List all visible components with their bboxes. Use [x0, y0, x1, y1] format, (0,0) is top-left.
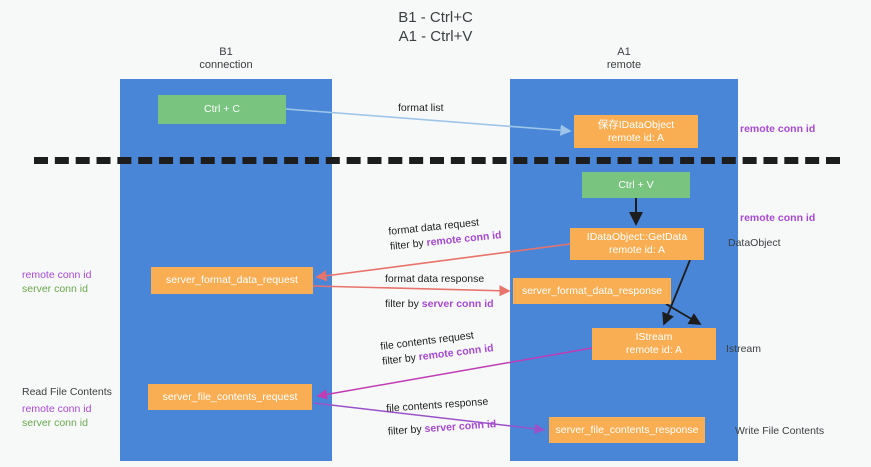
node-server-format-data-request[interactable]: server_format_data_request: [151, 267, 313, 294]
filter-key: server conn id: [424, 418, 497, 436]
edge-label-format-data-response: format data response filter by server co…: [385, 272, 494, 312]
edge-label-format-data-response-line2: filter by server conn id: [385, 297, 494, 312]
annotation-remote-conn-id-top: remote conn id: [740, 123, 816, 135]
filter-key: server conn id: [421, 298, 494, 310]
annotation-write-file-contents: Write File Contents: [735, 425, 825, 437]
phase-divider: [34, 157, 840, 164]
node-server-file-contents-request-label: server_file_contents_request: [162, 390, 298, 403]
node-server-file-contents-request[interactable]: server_file_contents_request: [148, 384, 312, 410]
filter-prefix: filter by: [387, 423, 425, 438]
annotation-remote-conn-id-mid: remote conn id: [740, 212, 816, 224]
edge-label-file-contents-response-line1: file contents response: [385, 395, 489, 415]
node-getdata-line1: IDataObject::GetData: [586, 231, 688, 243]
node-istream-line2: remote id: A: [625, 344, 683, 356]
lane-header-b1-name: B1: [219, 46, 233, 58]
edge-label-file-contents-request: file contents request filter by remote c…: [380, 326, 495, 369]
annotation-left-remote-conn-id-2: remote conn id: [22, 403, 92, 415]
node-save-idataobject[interactable]: 保存IDataObject remote id: A: [574, 115, 698, 148]
node-idataobject-getdata[interactable]: IDataObject::GetData remote id: A: [570, 228, 704, 260]
edge-label-file-contents-response: file contents response filter by server …: [386, 394, 497, 439]
node-ctrl-v-label: Ctrl + V: [618, 178, 654, 191]
annotation-left-conn-ids-top: remote conn id server conn id: [22, 268, 91, 296]
node-save-idataobject-line1: 保存IDataObject: [597, 118, 675, 131]
lane-header-b1-subtitle: connection: [199, 59, 253, 71]
node-save-idataobject-line2: remote id: A: [607, 131, 665, 144]
edge-label-format-list: format list: [398, 101, 444, 116]
title-line-1: B1 - Ctrl+C: [398, 9, 473, 26]
node-istream[interactable]: IStream remote id: A: [592, 328, 716, 360]
node-server-file-contents-response-label: server_file_contents_response: [555, 423, 699, 436]
lane-header-a1-name: A1: [617, 46, 631, 58]
node-istream-line1: IStream: [635, 331, 673, 343]
annotation-dataobject: DataObject: [728, 237, 781, 249]
node-ctrl-v[interactable]: Ctrl + V: [582, 172, 690, 198]
annotation-left-server-conn-id-2: server conn id: [22, 417, 88, 429]
node-server-file-contents-response[interactable]: server_file_contents_response: [549, 417, 705, 443]
filter-prefix: filter by: [385, 298, 422, 310]
node-server-format-data-request-label: server_format_data_request: [166, 274, 298, 286]
annotation-read-file-contents: Read File Contents: [22, 386, 112, 398]
annotation-left-conn-ids-bottom: remote conn id server conn id: [22, 402, 91, 430]
page-title: B1 - Ctrl+C A1 - Ctrl+V: [0, 8, 871, 46]
lane-header-a1-subtitle: remote: [606, 59, 642, 71]
lane-header-a1: A1 remote: [510, 46, 738, 72]
lane-header-b1: B1 connection: [120, 46, 332, 72]
annotation-istream: Istream: [726, 343, 762, 355]
node-ctrl-c-label: Ctrl + C: [204, 103, 240, 115]
node-ctrl-c[interactable]: Ctrl + C: [158, 95, 286, 124]
filter-prefix: filter by: [389, 237, 428, 253]
edge-label-format-data-request: format data request filter by remote con…: [388, 213, 503, 255]
node-server-format-data-response-label: server_format_data_response: [521, 284, 663, 297]
edge-label-file-contents-response-line2: filter by server conn id: [387, 417, 496, 440]
node-getdata-line2: remote id: A: [608, 244, 666, 256]
annotation-left-server-conn-id-1: server conn id: [22, 283, 88, 295]
filter-prefix: filter by: [381, 351, 420, 368]
node-server-format-data-response[interactable]: server_format_data_response: [513, 278, 671, 304]
annotation-left-remote-conn-id-1: remote conn id: [22, 269, 92, 281]
title-line-2: A1 - Ctrl+V: [398, 28, 473, 45]
edge-label-format-list-text: format list: [398, 102, 444, 114]
edge-label-format-data-response-line1: format data response: [385, 273, 485, 285]
